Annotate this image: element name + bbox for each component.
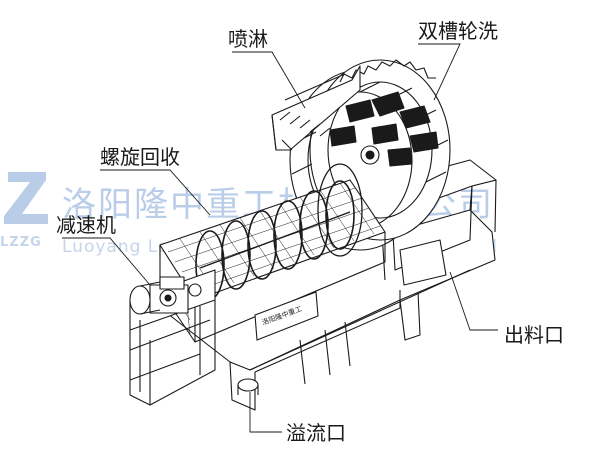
leader-spray xyxy=(232,51,306,109)
logo-text: LZZG xyxy=(0,235,42,250)
label-spiral-recovery: 螺旋回收 xyxy=(100,145,180,169)
label-overflow: 溢流口 xyxy=(286,421,346,445)
nameplate: 洛阳隆中重工 xyxy=(254,291,319,341)
leader-double-wheel xyxy=(418,43,461,101)
callout-labels: 喷淋 双槽轮洗 螺旋回收 减速机 出料口 溢流口 xyxy=(56,19,564,445)
label-double-wheel: 双槽轮洗 xyxy=(418,19,498,43)
reducer-assembly xyxy=(129,269,216,406)
label-reducer: 减速机 xyxy=(56,213,116,237)
overflow-pipe xyxy=(237,378,259,395)
spray-cover xyxy=(271,65,361,151)
leader-lines xyxy=(62,43,498,433)
label-outlet: 出料口 xyxy=(504,323,564,347)
label-spray: 喷淋 xyxy=(228,27,268,51)
leader-outlet xyxy=(449,271,498,331)
company-logo: LZZG xyxy=(0,172,48,250)
leader-reducer xyxy=(62,237,151,286)
screw-guard xyxy=(159,163,386,343)
leader-overflow xyxy=(249,392,282,433)
machine-drawing: 洛阳隆中重工 xyxy=(129,59,497,411)
leader-spiral xyxy=(100,169,211,216)
outlet-chute xyxy=(399,239,447,286)
